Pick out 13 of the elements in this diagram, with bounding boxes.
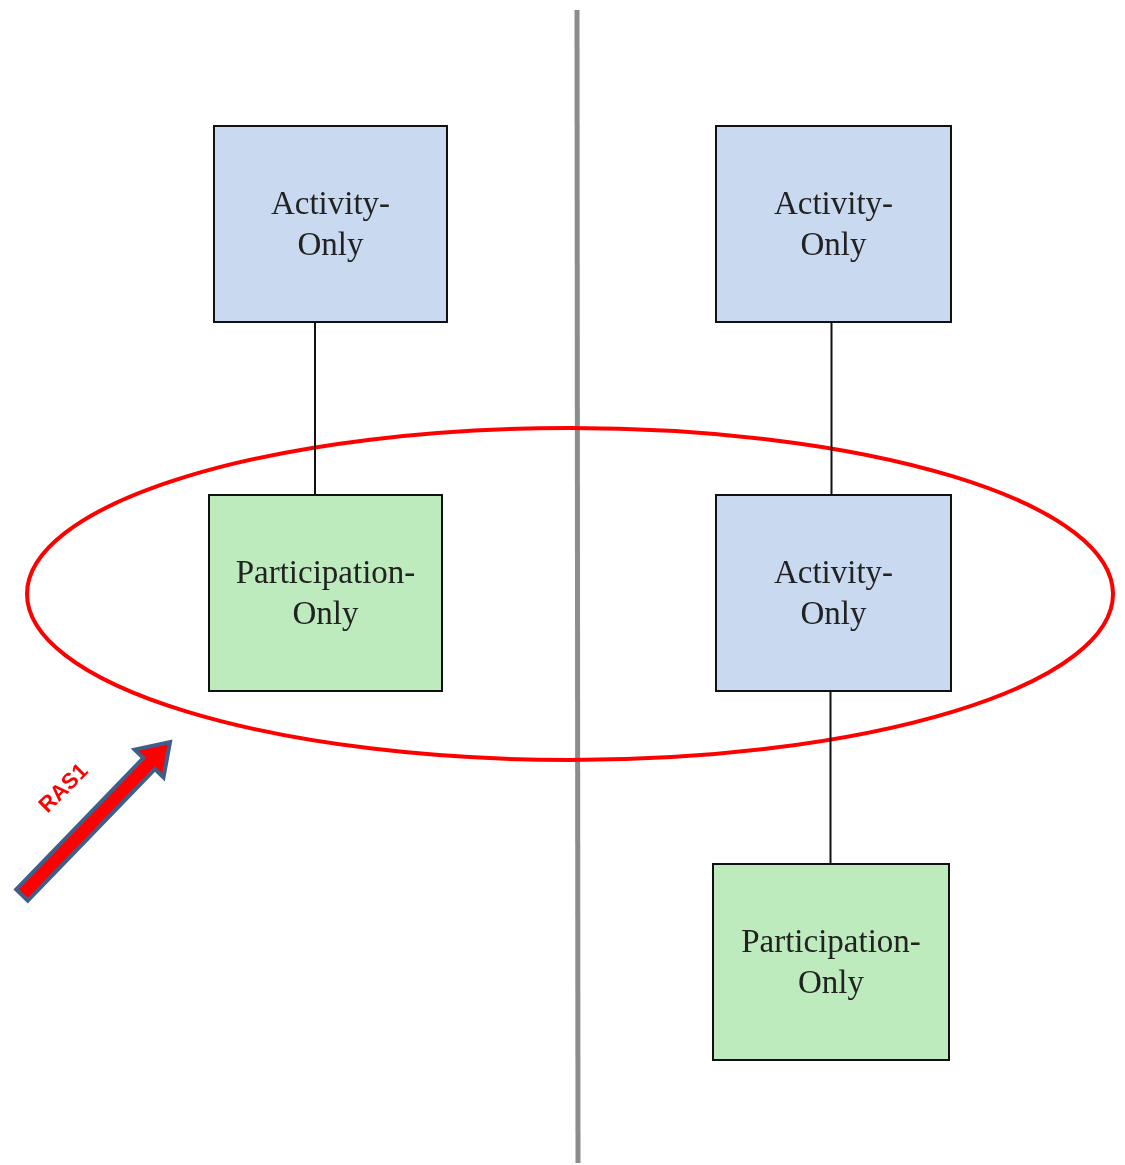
connector-line xyxy=(829,691,832,864)
box-label: Participation- Only xyxy=(235,552,416,633)
box-label: Activity- Only xyxy=(270,183,391,264)
process-box xyxy=(715,494,952,692)
process-box xyxy=(213,125,448,323)
box-label: Activity- Only xyxy=(773,552,894,633)
box-label: Activity- Only xyxy=(773,183,894,264)
box-label: Participation- Only xyxy=(741,921,921,1002)
connector-line xyxy=(830,322,833,495)
process-box xyxy=(208,494,443,692)
connector-line xyxy=(314,322,316,495)
process-box xyxy=(715,125,952,323)
process-box xyxy=(712,863,950,1061)
